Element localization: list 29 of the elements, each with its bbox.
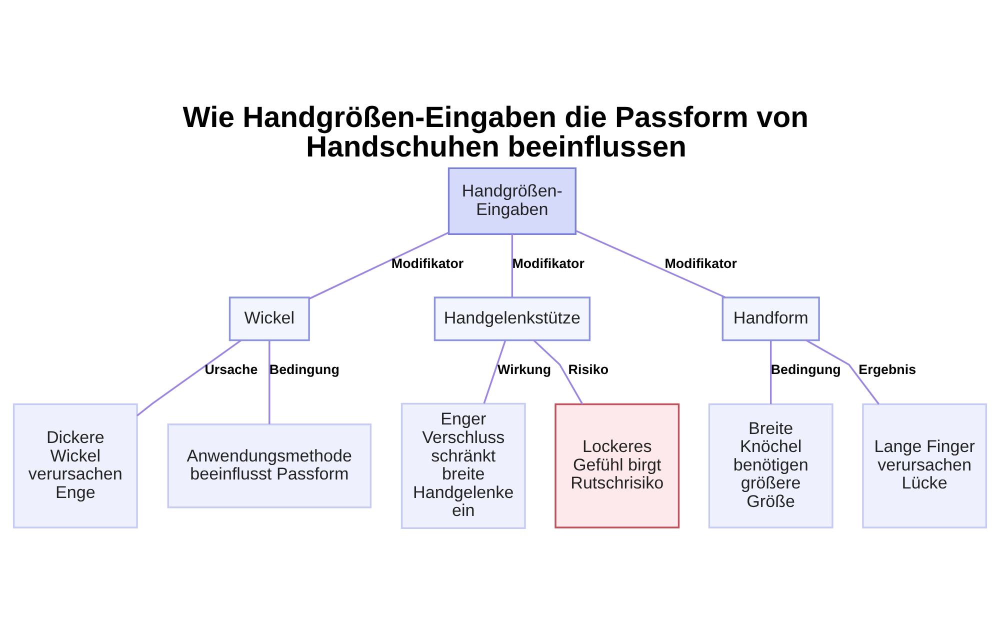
connector — [806, 340, 880, 405]
node-box: Handgelenkstütze — [434, 296, 591, 342]
node-box: Lange Finger verursachen Lücke — [862, 403, 988, 528]
connector — [136, 340, 242, 416]
edge-label: Wirkung — [498, 362, 552, 378]
node-box: Breite Knöchel benötigen größere Größe — [708, 403, 834, 528]
node-box: Handform — [722, 296, 820, 342]
connector — [483, 340, 506, 404]
connector — [268, 340, 270, 424]
node-box: Anwendungsmethode beeinflusst Passform — [167, 424, 372, 508]
connector — [308, 232, 450, 300]
node-box: Dickere Wickel verursachen Enge — [12, 403, 138, 528]
connector — [511, 234, 514, 298]
edge-label: Risiko — [568, 362, 609, 378]
connector — [575, 230, 726, 298]
node-box: Handgrößen-Eingaben — [448, 167, 576, 235]
edge-label: Bedingung — [770, 362, 841, 378]
connector — [770, 340, 772, 404]
node-box: Wickel — [228, 296, 310, 342]
edge-label: Ergebnis — [858, 362, 916, 378]
connector — [533, 340, 584, 405]
edge-label: Bedingung — [269, 362, 340, 378]
diagram-title: Wie Handgrößen-Eingaben die Passform von Handschuhen beeinflussen — [182, 100, 809, 164]
edge-label: Modifikator — [391, 256, 464, 272]
node-box: Lockeres Gefühl birgt Rutschrisiko — [554, 403, 680, 528]
edge-label: Modifikator — [664, 256, 737, 272]
edge-label: Modifikator — [512, 256, 584, 272]
edge-label: Ursache — [204, 362, 258, 378]
node-box: Enger Verschluss schränkt breite Handgelenke ein — [400, 402, 526, 529]
